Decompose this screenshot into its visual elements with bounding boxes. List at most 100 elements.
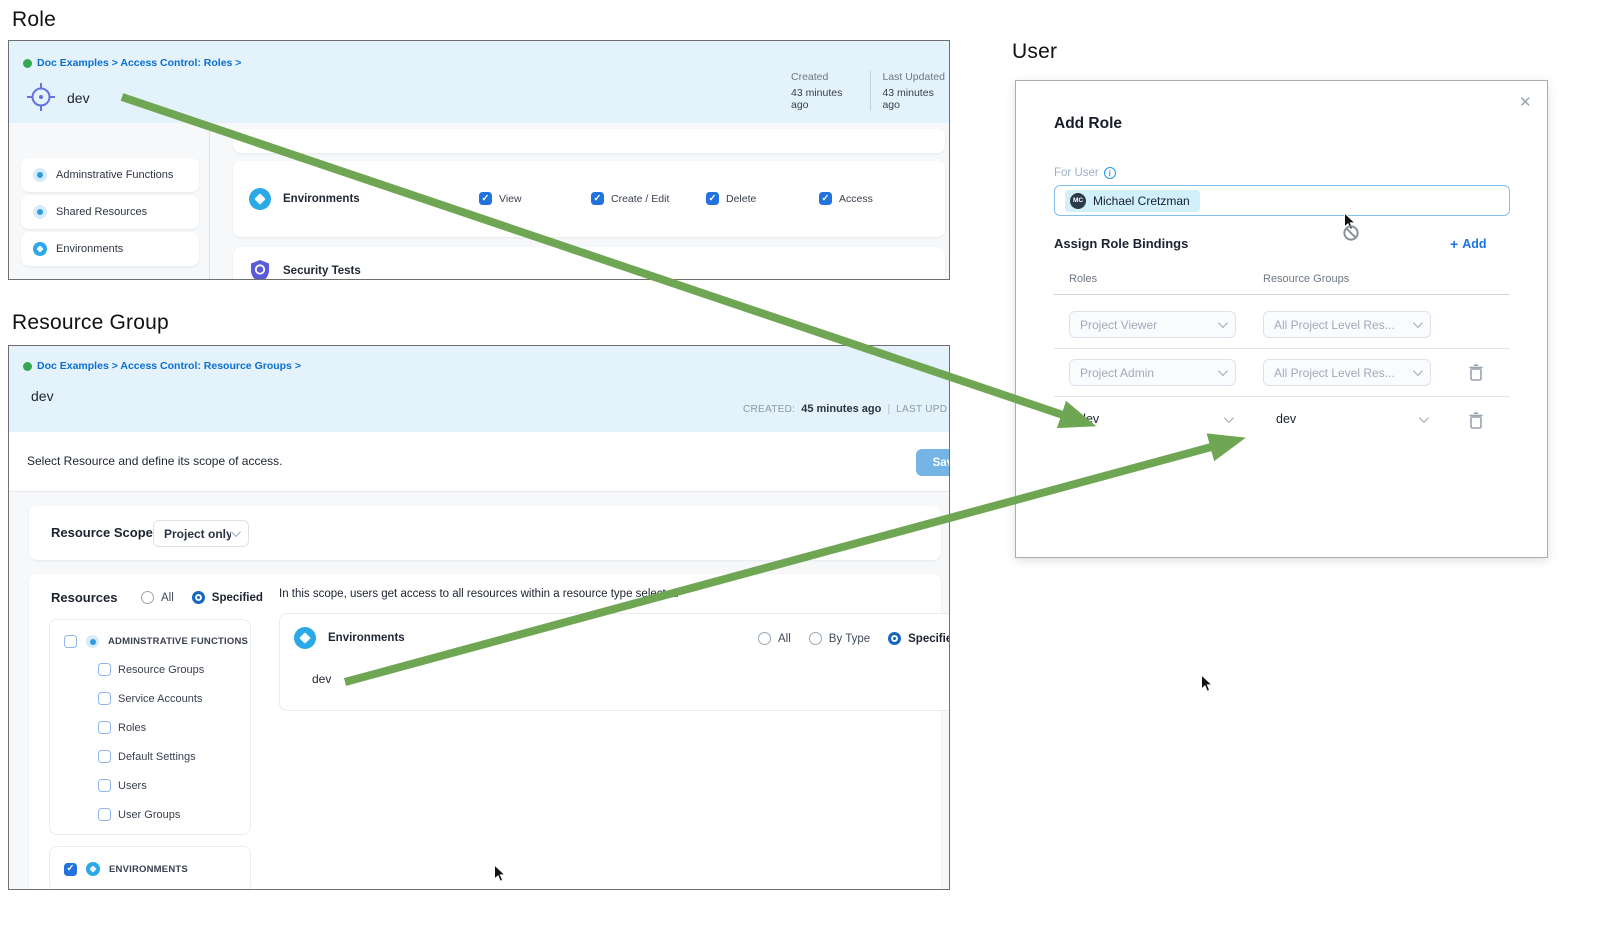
role-select[interactable]: dev <box>1079 412 1234 426</box>
perm-access-checkbox[interactable]: ✓ Access <box>819 192 873 205</box>
perm-view-checkbox[interactable]: ✓ View <box>479 192 522 205</box>
sidebar-item-environments[interactable]: Environments <box>21 232 199 266</box>
radio-icon[interactable] <box>141 591 154 604</box>
checkbox-checked-icon[interactable]: ✓ <box>706 192 719 205</box>
checkbox-icon[interactable] <box>98 663 111 676</box>
environments-parent-checkbox[interactable]: ✓ ENVIRONMENTS <box>64 862 188 876</box>
save-button[interactable]: Save <box>916 449 949 476</box>
sidebar-item-shared-resources[interactable]: Shared Resources <box>21 195 199 229</box>
radio-specified[interactable]: Specified <box>191 591 263 604</box>
breadcrumb-text[interactable]: Doc Examples > Access Control: Roles > <box>37 57 242 69</box>
description-text: Select Resource and define its scope of … <box>27 454 283 468</box>
breadcrumb[interactable]: Doc Examples > Access Control: Roles > <box>23 57 241 69</box>
radio-icon[interactable] <box>808 632 822 645</box>
role-panel-body: Adminstrative Functions Shared Resources… <box>9 123 949 279</box>
checkbox-checked-icon[interactable]: ✓ <box>819 192 832 205</box>
administrative-functions-group: ADMINSTRATIVE FUNCTIONS Resource Groups … <box>49 619 251 835</box>
close-icon[interactable]: ✕ <box>1519 94 1532 111</box>
info-icon[interactable]: i <box>1103 167 1116 179</box>
shared-resources-icon <box>33 205 47 219</box>
breadcrumb-text[interactable]: Doc Examples > Access Control: Resource … <box>37 360 301 372</box>
environments-icon <box>294 627 316 649</box>
trash-icon[interactable] <box>1467 363 1485 383</box>
administrative-functions-icon <box>33 168 47 182</box>
perm-create-edit-checkbox[interactable]: ✓ Create / Edit <box>591 192 669 205</box>
table-divider <box>1054 294 1510 295</box>
radio-selected-icon[interactable] <box>191 591 205 604</box>
user-search-input[interactable]: MC Michael Cretzman <box>1054 185 1510 216</box>
plus-icon: + <box>1450 236 1459 252</box>
checkbox-icon[interactable] <box>98 779 111 792</box>
resource-group-meta: CREATED: 45 minutes ago | LAST UPD <box>743 403 947 415</box>
resources-card: Resources All Specified ADMIN <box>29 574 949 889</box>
resource-group-panel-body: Resource Scope Project only Resources Al… <box>9 492 949 889</box>
checkbox-icon[interactable] <box>64 635 77 648</box>
created-label: Created <box>791 71 829 83</box>
updated-label: Last Updated <box>882 71 945 83</box>
chevron-down-icon <box>1217 366 1228 377</box>
resource-group-select[interactable]: dev <box>1276 412 1429 426</box>
role-panel: Doc Examples > Access Control: Roles > d… <box>8 40 950 280</box>
meta-divider <box>869 71 871 111</box>
chevron-down-icon <box>1217 318 1228 329</box>
checkbox-users[interactable]: Users <box>98 779 147 792</box>
role-panel-header: Doc Examples > Access Control: Roles > d… <box>9 41 949 123</box>
project-status-icon <box>23 361 32 371</box>
administrative-functions-icon <box>86 635 99 648</box>
selected-environment-item: dev <box>312 672 332 686</box>
checkbox-roles[interactable]: Roles <box>98 721 146 734</box>
checkbox-user-groups[interactable]: User Groups <box>98 808 180 821</box>
role-section-title: Role <box>12 8 56 31</box>
perm-delete-checkbox[interactable]: ✓ Delete <box>706 192 756 205</box>
radio-by-type[interactable]: By Type <box>808 632 870 645</box>
mouse-cursor-icon <box>1201 674 1213 692</box>
role-select[interactable]: Project Viewer <box>1069 311 1236 338</box>
modal-title: Add Role <box>1054 115 1123 132</box>
resource-group-panel: Doc Examples > Access Control: Resource … <box>8 345 950 890</box>
radio-selected-icon[interactable] <box>888 632 902 645</box>
role-select[interactable]: Project Admin <box>1069 359 1236 386</box>
description-bar: Select Resource and define its scope of … <box>9 432 949 492</box>
sidebar-item-administrative-functions[interactable]: Adminstrative Functions <box>21 158 199 192</box>
roles-column-header: Roles <box>1069 273 1098 285</box>
checkbox-icon[interactable] <box>98 808 111 821</box>
checkbox-icon[interactable] <box>98 721 111 734</box>
updated-value: 43 minutes ago <box>882 87 934 111</box>
resource-group-select[interactable]: All Project Level Res... <box>1263 311 1431 338</box>
checkbox-icon[interactable] <box>98 692 111 705</box>
resource-scope-select[interactable]: Project only <box>153 520 249 547</box>
admin-functions-parent-checkbox[interactable]: ADMINSTRATIVE FUNCTIONS <box>64 635 248 648</box>
checkbox-service-accounts[interactable]: Service Accounts <box>98 692 202 705</box>
add-binding-button[interactable]: + Add <box>1450 236 1487 252</box>
radio-all[interactable]: All <box>758 632 791 645</box>
meta-divider: | <box>887 403 891 415</box>
checkbox-default-settings[interactable]: Default Settings <box>98 750 196 763</box>
chevron-down-icon <box>1418 412 1429 423</box>
trash-icon[interactable] <box>1467 411 1485 431</box>
permission-resource-label: Environments <box>283 193 360 205</box>
project-status-icon <box>23 58 32 68</box>
user-chip-name: Michael Cretzman <box>1093 193 1190 208</box>
checkbox-resource-groups[interactable]: Resource Groups <box>98 663 204 676</box>
created-value: 43 minutes ago <box>791 87 843 111</box>
radio-specified[interactable]: Specified <box>888 632 949 645</box>
breadcrumb[interactable]: Doc Examples > Access Control: Resource … <box>23 360 301 372</box>
chevron-down-icon <box>1412 318 1423 329</box>
environments-icon <box>33 242 47 256</box>
resource-group-select[interactable]: All Project Level Res... <box>1263 359 1431 386</box>
radio-all[interactable]: All <box>141 591 174 604</box>
security-tests-shield-icon <box>251 260 269 279</box>
resource-group-panel-header: Doc Examples > Access Control: Resource … <box>9 346 949 432</box>
resource-group-section-title: Resource Group <box>12 311 169 334</box>
add-role-modal: ✕ Add Role For User i MC Michael Cretzma… <box>1015 80 1548 558</box>
radio-icon[interactable] <box>758 632 771 645</box>
checkbox-icon[interactable] <box>98 750 111 763</box>
scope-radios: All By Type Specified <box>758 632 949 645</box>
checkbox-checked-icon[interactable]: ✓ <box>64 862 77 876</box>
created-value: 45 minutes ago <box>801 403 882 415</box>
checkbox-checked-icon[interactable]: ✓ <box>591 192 604 205</box>
user-chip[interactable]: MC Michael Cretzman <box>1065 189 1200 212</box>
checkbox-checked-icon[interactable]: ✓ <box>479 192 492 205</box>
created-label: CREATED: <box>743 403 796 415</box>
